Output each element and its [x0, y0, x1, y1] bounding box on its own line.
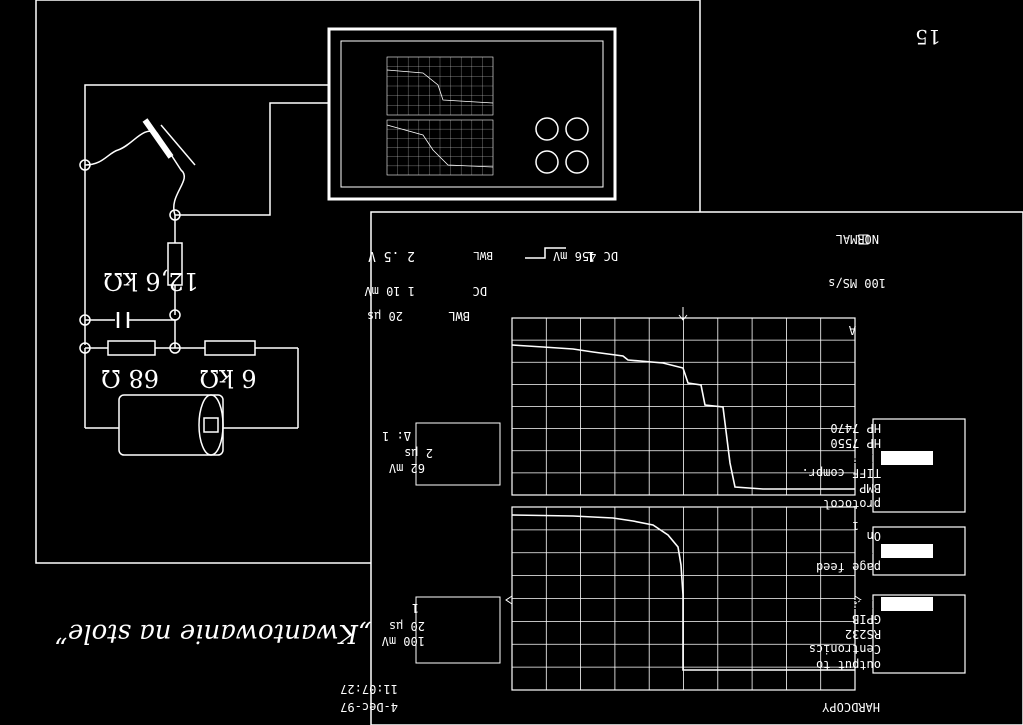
scope-traces — [505, 344, 862, 671]
trigger-level: DC 456 mV — [553, 249, 618, 263]
menu-item[interactable]: FILE — [852, 597, 881, 611]
cursor-box-1-value: 62 mV — [389, 461, 425, 475]
cursor-box-1-label: Δ: 1 — [382, 429, 411, 443]
scope-thumbnail — [327, 27, 617, 201]
trace-top — [511, 344, 855, 490]
menu-title: HARDCOPY — [821, 700, 880, 714]
menu-item[interactable]: TIFF compr. — [802, 466, 881, 480]
caption: „Kwantowanie na stole” — [55, 618, 372, 648]
ch1-bandwidth: BWL — [448, 309, 470, 323]
trigger-edge-icon — [525, 247, 566, 259]
menu-item[interactable]: On — [867, 529, 881, 543]
circuit-diagram — [79, 84, 329, 456]
trace-bottom — [511, 514, 855, 671]
battery — [118, 394, 224, 456]
ref-a-marker: A — [848, 323, 856, 337]
ch2-tag: BWL — [473, 249, 493, 262]
knob-icon — [565, 117, 589, 141]
menu-item[interactable]: BMP — [859, 481, 881, 495]
menu-item[interactable]: RS232 — [845, 627, 881, 641]
cursor-box-1-time: 2 µs — [404, 446, 433, 460]
sample-rate: 100 MS/s — [828, 276, 886, 290]
normal-checkbox — [858, 234, 869, 245]
page-number: 15 — [915, 25, 940, 49]
menu-item[interactable]: TIFF B/W — [822, 451, 881, 465]
resistor-left — [107, 340, 156, 356]
resistor-right — [204, 340, 256, 356]
menu-item[interactable]: HP 7550 — [830, 436, 881, 450]
knob-icon — [535, 150, 559, 174]
trigger-marker-icon — [678, 307, 688, 321]
menu-item[interactable]: Off — [859, 544, 881, 558]
menu-title-label: page feed — [816, 560, 881, 574]
resistor-top-label: 12,6 kΩ — [103, 267, 199, 295]
menu-item[interactable]: GPIB — [852, 612, 881, 626]
menu-selected-highlight — [881, 451, 933, 465]
resistor-right-label: 6 kΩ — [199, 364, 256, 392]
menu-title-label: output to — [816, 658, 881, 672]
timebase: 20 µs — [367, 309, 403, 323]
time-readout: 11:07:27 — [340, 682, 398, 696]
cursor-box-2-time: 20 µs — [389, 619, 425, 633]
cursor-box-1 — [415, 422, 501, 486]
ch1-scale: 1 10 mV — [364, 284, 415, 298]
trigger-channel: 1 — [587, 248, 595, 263]
menu-selected-highlight — [881, 597, 933, 611]
menu-title-label: protocol — [823, 497, 881, 511]
cursor-box-2-value: 100 mV — [382, 634, 425, 648]
menu-item[interactable]: Centronics — [809, 642, 881, 656]
knob-icon — [565, 150, 589, 174]
ch1-coupling: DC — [473, 284, 487, 298]
resistor-left-label: 68 Ω — [101, 364, 159, 392]
cursor-box-2-label: 1 — [412, 601, 419, 615]
knob-icon — [535, 117, 559, 141]
date-readout: 4-Dec-97 — [340, 700, 398, 714]
scope-screen: 2 .5 V BWL 1 DC 456 mV 1 10 mV DC 20 µs … — [340, 211, 1023, 725]
trace1-marker: 1 — [852, 519, 859, 532]
mode-indicator: NORMAL — [836, 232, 879, 246]
ch2-scale: 2 .5 V — [368, 248, 415, 263]
cursor-box-2 — [415, 596, 501, 664]
menu-item[interactable]: HP 7470 — [830, 421, 881, 435]
menu-selected-highlight — [881, 544, 933, 558]
